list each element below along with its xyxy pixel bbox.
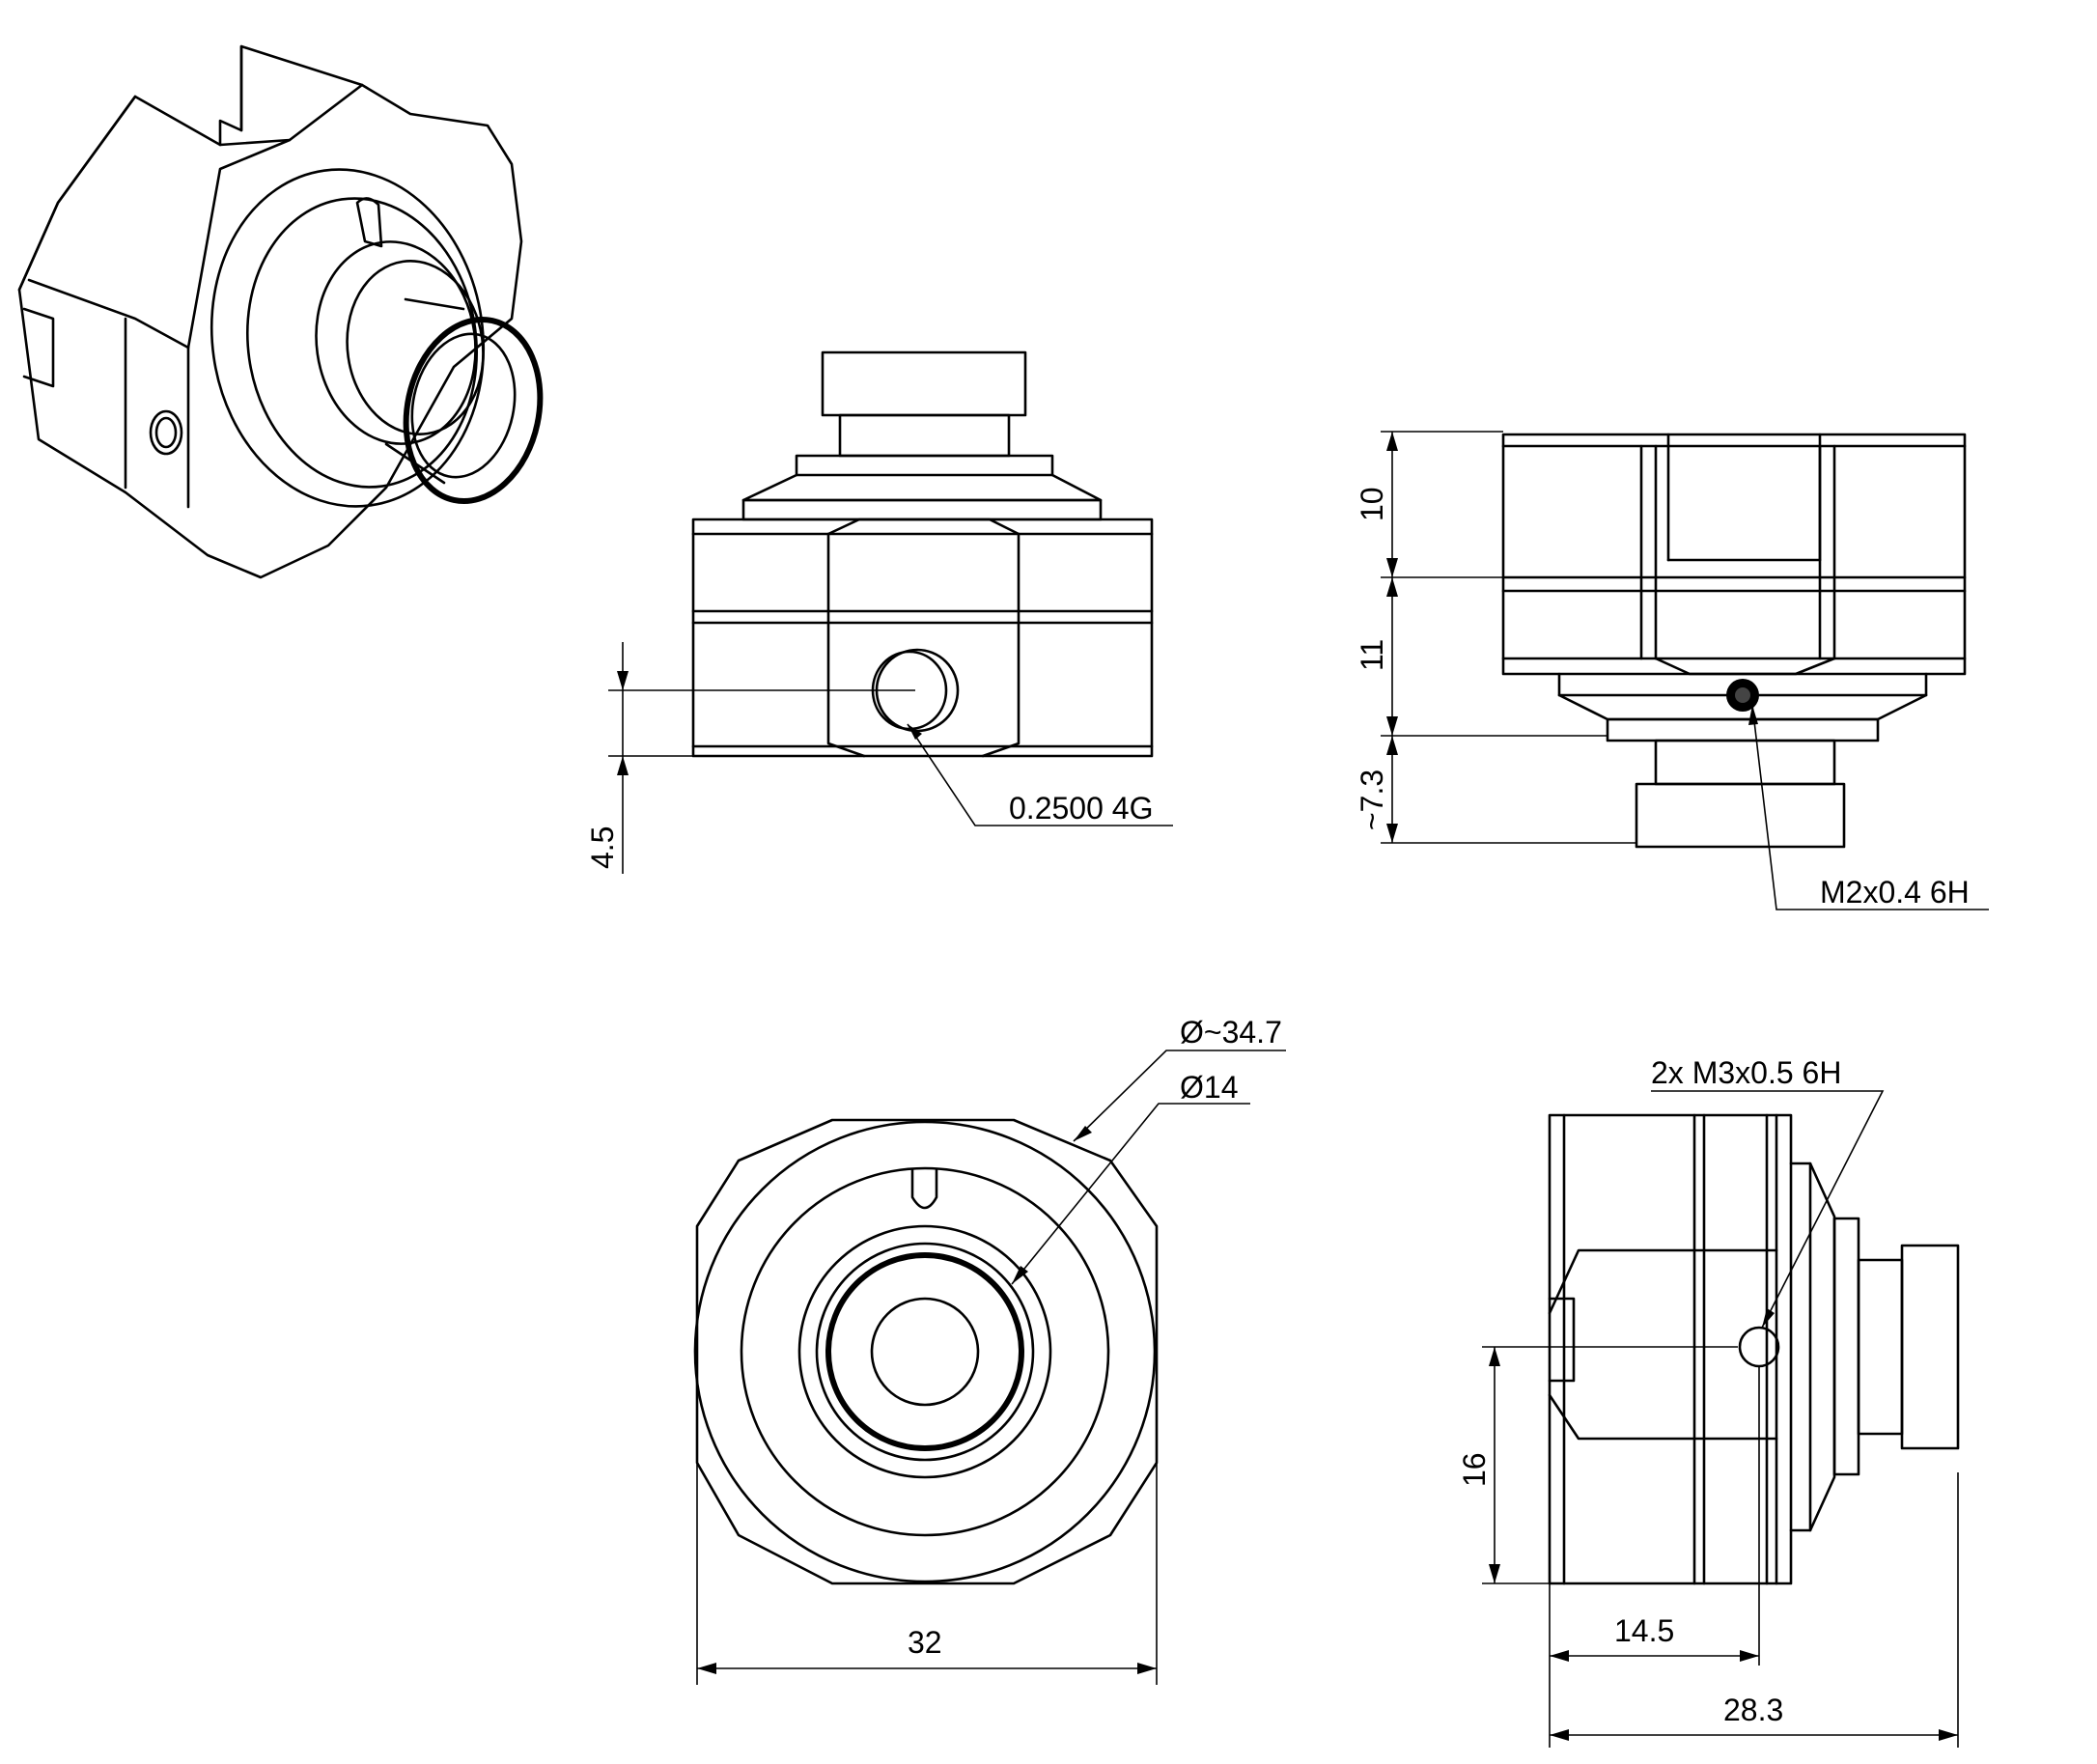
front-view xyxy=(608,350,1173,874)
dia-label-outer: Ø~34.7 xyxy=(1180,1015,1282,1050)
dim-label-11: 11 xyxy=(1355,639,1389,671)
end-view xyxy=(693,1050,1286,1685)
thread-label-side: M2x0.4 6H xyxy=(1820,875,1970,910)
dim-label-14-5: 14.5 xyxy=(1614,1613,1674,1648)
thread-label-right: 2x M3x0.5 6H xyxy=(1651,1055,1841,1090)
right-side-view xyxy=(1482,1090,1960,1748)
dim-label-7-3: ~7.3 xyxy=(1355,770,1389,830)
dim-label-front-height: 4.5 xyxy=(585,826,620,869)
side-view xyxy=(1381,431,1989,910)
isometric-view xyxy=(17,44,544,579)
dia-label-inner: Ø14 xyxy=(1180,1070,1238,1105)
dim-label-32: 32 xyxy=(908,1625,942,1660)
dim-label-10: 10 xyxy=(1355,487,1389,521)
dim-label-16: 16 xyxy=(1457,1452,1492,1487)
thread-label-front: 0.2500 4G xyxy=(1009,791,1153,826)
dim-label-28-3: 28.3 xyxy=(1723,1693,1783,1727)
